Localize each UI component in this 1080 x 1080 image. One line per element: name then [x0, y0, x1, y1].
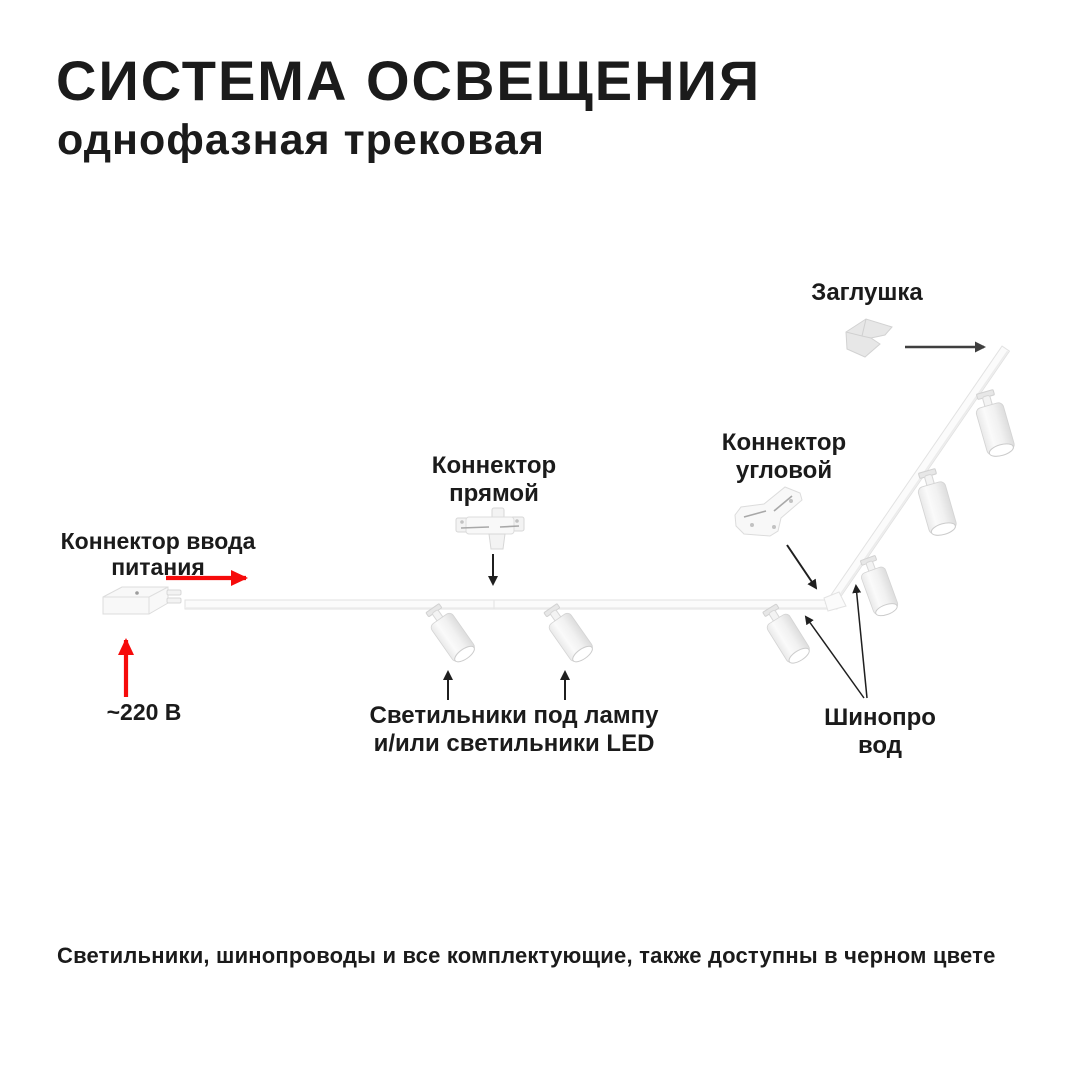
corner-connector-label-line2: угловой	[735, 457, 833, 484]
straight-connector-label-line2: прямой	[449, 480, 539, 507]
straight-connector-label: Коннектор прямой	[432, 452, 556, 508]
spotlights-label-line1: Светильники под лампу	[369, 702, 659, 729]
spotlight	[970, 387, 1017, 460]
end-cap-part	[845, 318, 893, 358]
spotlight	[855, 553, 901, 620]
power-connector-label-line1: Коннектор ввода	[60, 528, 256, 554]
footer-note: Светильники, шинопроводы и все комплекту…	[57, 943, 996, 968]
track-corner-joint	[823, 591, 847, 612]
corner-connector-label-line1: Коннектор	[721, 429, 847, 456]
spotlight	[912, 466, 959, 539]
busbar-label-line2: вод	[857, 732, 902, 759]
power-input-connector-part	[102, 586, 182, 615]
corner-connector-label: Коннектор угловой	[722, 429, 846, 485]
spotlight	[539, 600, 597, 667]
straight-connector-part	[455, 507, 525, 550]
corner-connector-arrow	[786, 544, 818, 590]
corner-connector-part	[734, 486, 803, 537]
page-title: СИСТЕМА ОСВЕЩЕНИЯ	[56, 49, 762, 112]
spotlight	[421, 600, 479, 667]
power-connector-label-line2: питания	[111, 554, 205, 580]
busbar-label: Шинопро вод	[824, 704, 936, 760]
straight-connector-label-line1: Коннектор	[431, 452, 557, 479]
page-subtitle: однофазная трековая	[57, 116, 545, 164]
end-cap-label: Заглушка	[811, 279, 923, 306]
spotlight	[757, 600, 814, 668]
track-busbar-horizontal	[184, 599, 838, 610]
voltage-label: ~220 В	[106, 699, 182, 725]
spotlights-label: Светильники под лампу и/или светильники …	[370, 702, 659, 758]
busbar-arrow-2	[852, 584, 868, 699]
track-busbar-diagonal	[824, 345, 1011, 609]
power-connector-label: Коннектор ввода питания	[61, 528, 256, 580]
busbar-arrow-1	[804, 615, 865, 699]
busbar-label-line1: Шинопро	[824, 704, 936, 731]
spotlights-label-line2: и/или светильники LED	[373, 730, 655, 757]
